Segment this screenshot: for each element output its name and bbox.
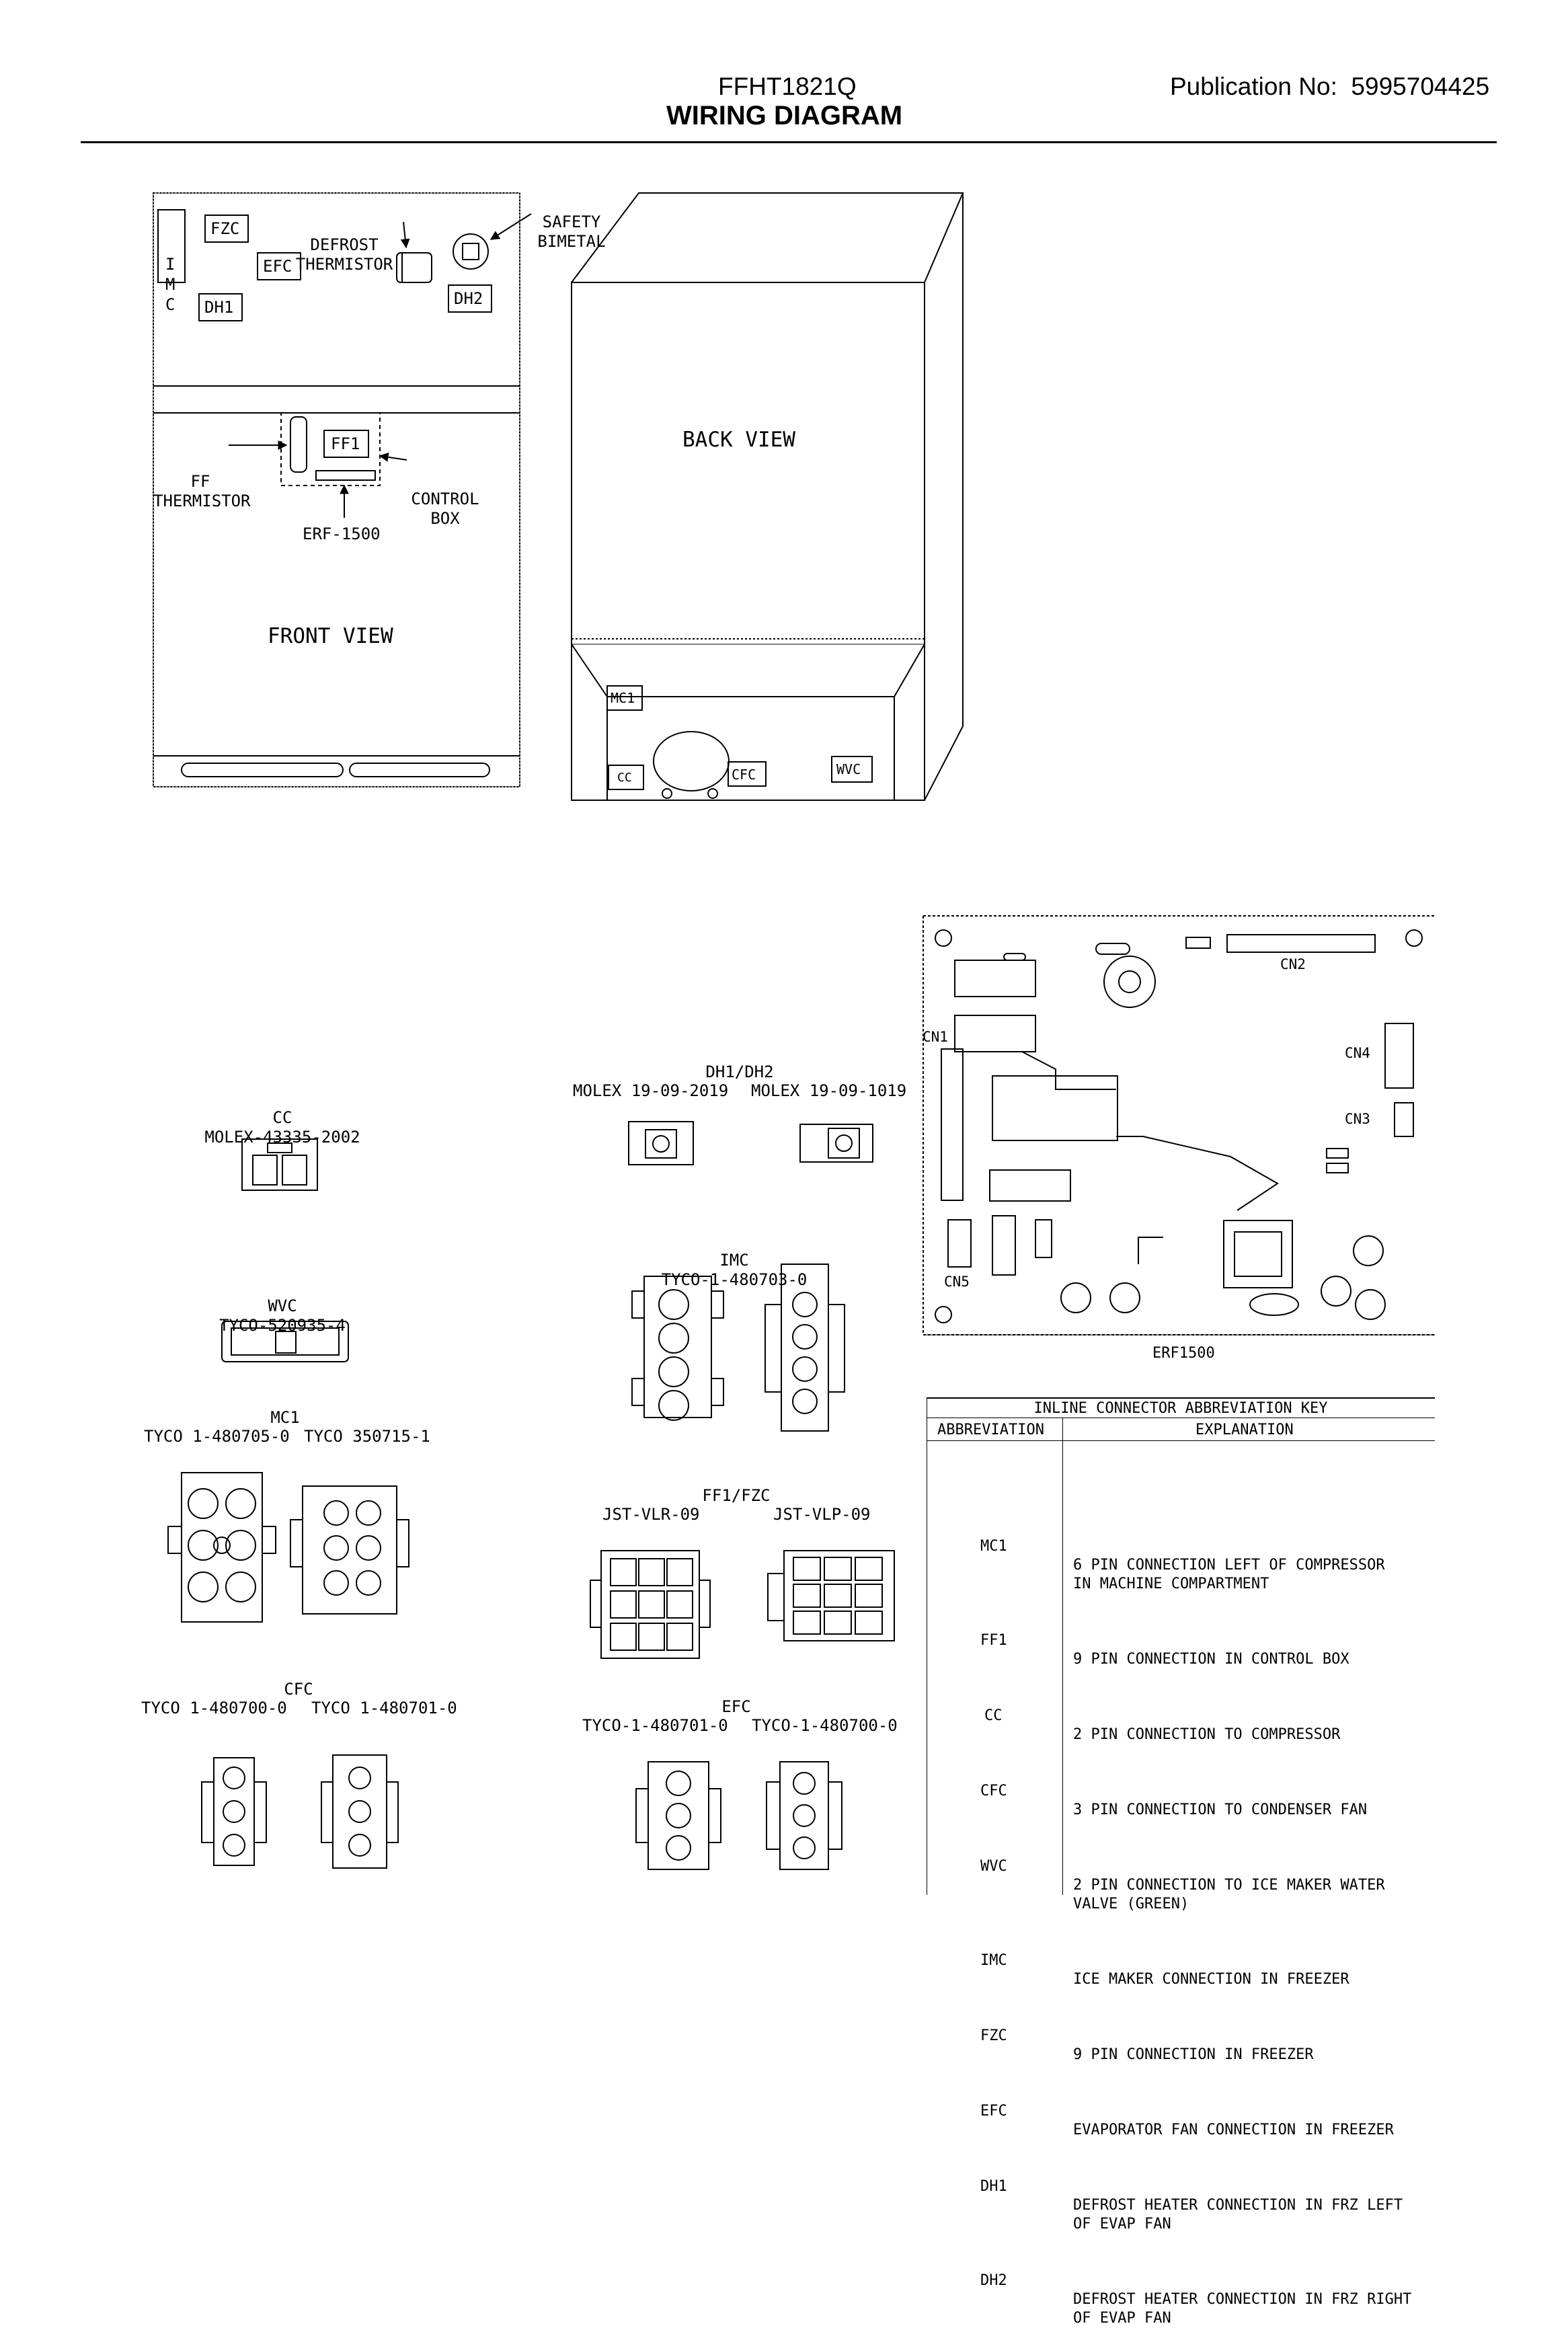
back-view-title: BACK VIEW xyxy=(682,428,795,452)
mc1-part-b: TYCO 350715-1 xyxy=(304,1427,430,1446)
mc1-label: MC1 xyxy=(270,1408,300,1427)
mc1-back-label: MC1 xyxy=(611,690,635,706)
key-title: INLINE CONNECTOR ABBREVIATION KEY xyxy=(1033,1400,1328,1417)
efc-part-a: TYCO-1-480701-0 xyxy=(582,1716,728,1735)
ff1-connector-drawing xyxy=(590,1550,895,1659)
back-view-cabinet xyxy=(571,192,964,801)
wvc-connector-drawing xyxy=(221,1321,349,1362)
wiring-diagram-page: FFHT1821Q WIRING DIAGRAM Publication No:… xyxy=(81,73,1497,2327)
key-row: CFC 3 PIN CONNECTION TO CONDENSER FAN xyxy=(980,1783,1368,1818)
key-row: CC 2 PIN CONNECTION TO COMPRESSOR xyxy=(984,1707,1341,1743)
key-col-explanation: EXPLANATION xyxy=(1195,1422,1294,1438)
cc-connector-drawing xyxy=(241,1138,318,1191)
dh-label: DH1/DH2 xyxy=(705,1062,774,1081)
key-row: WVC 2 PIN CONNECTION TO ICE MAKER WATER … xyxy=(980,1858,1385,1912)
dh-part-a: MOLEX 19-09-2019 xyxy=(573,1081,729,1100)
dh-connector-drawing xyxy=(628,1121,873,1165)
wiring-drawing xyxy=(153,192,1435,1870)
efc-front-label: EFC xyxy=(263,257,292,276)
ff1-part-b: JST-VLP-09 xyxy=(773,1505,871,1524)
ff1-part-a: JST-VLR-09 xyxy=(602,1505,700,1524)
imc-connector-drawing xyxy=(631,1264,845,1432)
publication-number: Publication No: 5995704425 xyxy=(1170,73,1490,100)
cn1-label: CN1 xyxy=(923,1029,948,1045)
efc-label: EFC xyxy=(721,1697,751,1716)
wvc-back-label: WVC xyxy=(836,761,861,777)
cfc-label: CFC xyxy=(284,1680,313,1699)
dh2-front-label: DH2 xyxy=(454,289,483,308)
cc-back-label: CC xyxy=(617,771,632,785)
mc1-part-a: TYCO 1-480705-0 xyxy=(144,1427,290,1446)
erf-1500-label: ERF-1500 xyxy=(303,525,381,543)
key-rows: MC1 6 PIN CONNECTION LEFT OF COMPRESSOR … xyxy=(927,1462,1435,2327)
cfc-part-b: TYCO 1-480701-0 xyxy=(311,1699,457,1717)
efc-connector-drawing xyxy=(635,1761,842,1870)
efc-part-b: TYCO-1-480700-0 xyxy=(752,1716,898,1735)
board-name: ERF1500 xyxy=(1152,1345,1215,1362)
ff1-front-label: FF1 xyxy=(331,434,360,453)
key-col-abbreviation: ABBREVIATION xyxy=(937,1422,1044,1438)
cfc-connector-drawing xyxy=(201,1754,399,1869)
key-row: MC1 6 PIN CONNECTION LEFT OF COMPRESSOR … xyxy=(980,1538,1385,1592)
ff1-label: FF1/FZC xyxy=(702,1486,771,1505)
fzc-front-label: FZC xyxy=(210,219,240,238)
cfc-part-a: TYCO 1-480700-0 xyxy=(141,1699,287,1717)
model-number: FFHT1821Q xyxy=(718,73,857,100)
key-row: EFC EVAPORATOR FAN CONNECTION IN FREEZER xyxy=(980,2103,1394,2138)
cfc-back-label: CFC xyxy=(732,767,756,783)
cn3-label: CN3 xyxy=(1345,1111,1370,1127)
key-row: DH2 DEFROST HEATER CONNECTION IN FRZ RIG… xyxy=(980,2272,1412,2327)
key-row: FZC 9 PIN CONNECTION IN FREEZER xyxy=(980,2027,1314,2063)
dh1-front-label: DH1 xyxy=(204,298,234,317)
front-view-cabinet xyxy=(153,192,532,787)
page-title: WIRING DIAGRAM xyxy=(666,101,903,130)
key-row: FF1 9 PIN CONNECTION IN CONTROL BOX xyxy=(980,1632,1349,1668)
key-row: IMC ICE MAKER CONNECTION IN FREEZER xyxy=(980,1952,1349,1988)
front-view-title: FRONT VIEW xyxy=(268,624,393,648)
cn5-label: CN5 xyxy=(944,1274,970,1290)
control-board-drawing xyxy=(923,915,1435,1335)
mc1-connector-drawing xyxy=(167,1472,409,1623)
dh-part-b: MOLEX 19-09-1019 xyxy=(751,1081,907,1100)
cn4-label: CN4 xyxy=(1345,1045,1370,1061)
key-row: DH1 DEFROST HEATER CONNECTION IN FRZ LEF… xyxy=(980,2178,1403,2233)
abbreviation-key: INLINE CONNECTOR ABBREVIATION KEY ABBREV… xyxy=(927,1397,1435,2327)
header-rule xyxy=(81,141,1497,143)
cn2-label: CN2 xyxy=(1280,956,1306,972)
